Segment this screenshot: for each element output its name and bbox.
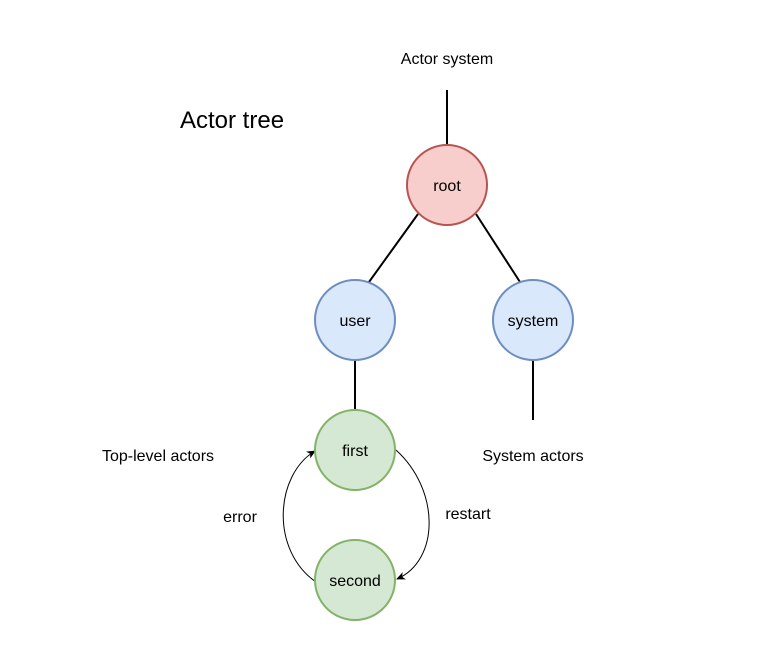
diagram-title: Actor tree	[180, 107, 284, 134]
node-first-circle	[314, 409, 396, 491]
top-level-actors-label: Top-level actors	[102, 448, 214, 465]
edge-root-user	[368, 213, 419, 283]
edge-root-system	[475, 213, 521, 283]
node-system-label: system	[508, 313, 559, 330]
node-root: root	[406, 144, 488, 226]
restart-arrow	[395, 449, 430, 580]
error-arrow	[282, 450, 317, 583]
node-root-circle	[406, 144, 488, 226]
actor-system-label: Actor system	[401, 51, 493, 68]
restart-label: restart	[445, 506, 491, 523]
error-label: error	[223, 509, 257, 526]
system-actors-label: System actors	[482, 448, 583, 465]
node-second-label: second	[329, 573, 381, 590]
node-second: second	[314, 539, 396, 621]
node-first: first	[314, 409, 396, 491]
node-user-label: user	[339, 313, 371, 330]
node-second-circle	[314, 539, 396, 621]
node-first-label: first	[342, 443, 368, 460]
node-root-label: root	[433, 178, 461, 195]
node-system-circle	[492, 279, 574, 361]
node-user: user	[314, 279, 396, 361]
node-user-circle	[314, 279, 396, 361]
node-system: system	[492, 279, 574, 361]
